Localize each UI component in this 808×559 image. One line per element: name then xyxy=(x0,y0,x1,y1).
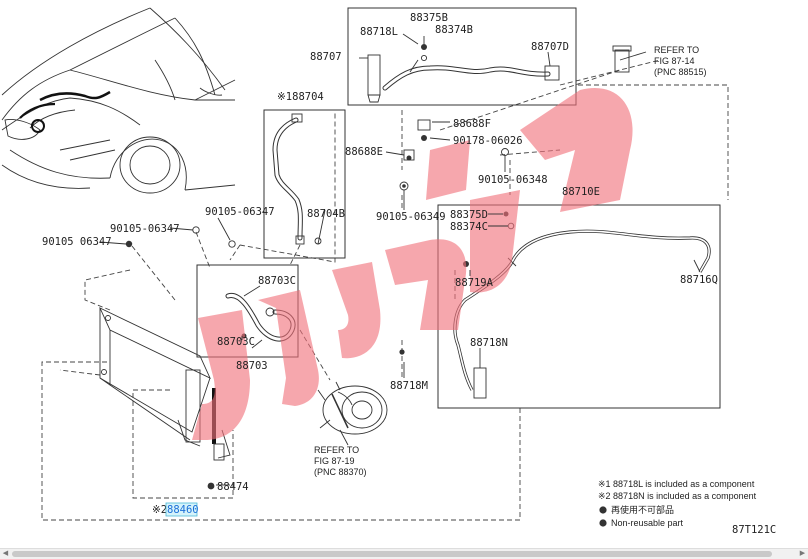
label-88374C[interactable]: 88374C xyxy=(450,221,488,233)
label-88375D[interactable]: 88375D xyxy=(450,209,488,221)
watermark xyxy=(192,88,633,440)
note-non-reusable-en: Non-reusable part xyxy=(611,518,684,528)
figure-code: 87T121C xyxy=(732,524,776,536)
compressor-fig-87-19 xyxy=(317,381,388,435)
label-88704B[interactable]: 88704B xyxy=(307,208,345,220)
refer-note-2-line3: (PNC 88370) xyxy=(314,467,367,477)
scroll-thumb[interactable] xyxy=(12,551,772,557)
label-88707D[interactable]: 88707D xyxy=(531,41,569,53)
scroll-right-arrow-icon[interactable]: ▶ xyxy=(799,550,806,557)
highlight-88460 xyxy=(165,502,198,517)
label-90105-06349[interactable]: 90105-06349 xyxy=(376,211,446,223)
label-88719A[interactable]: 88719A xyxy=(455,277,494,289)
note-non-reusable-jp: 再使用不可部品 xyxy=(611,504,674,515)
label-88703C-a[interactable]: 88703C xyxy=(258,275,296,287)
label-88703[interactable]: 88703 xyxy=(236,360,268,372)
label-90105-06347-c[interactable]: 90105 06347 xyxy=(42,236,112,248)
legend: ※1 88718L is included as a component ※2 … xyxy=(598,479,776,536)
pipe-88707 xyxy=(367,44,560,103)
label-88716Q[interactable]: 88716Q xyxy=(680,274,718,286)
hose-88704 xyxy=(272,113,322,245)
legend-dot-icon-2 xyxy=(599,519,607,527)
label-88374B[interactable]: 88374B xyxy=(435,24,473,36)
label-90105-06347-a[interactable]: 90105-06347 xyxy=(205,206,275,218)
label-90178-06026[interactable]: 90178-06026 xyxy=(453,135,523,147)
label-90105-06348[interactable]: 90105-06348 xyxy=(478,174,548,186)
label-88375B[interactable]: 88375B xyxy=(410,12,448,24)
label-88703C-b[interactable]: 88703C xyxy=(217,336,255,348)
refer-note-1-line3: (PNC 88515) xyxy=(654,67,707,77)
label-88688F[interactable]: 88688F xyxy=(453,118,491,130)
label-88710E[interactable]: 88710E xyxy=(562,186,600,198)
label-88718M[interactable]: 88718M xyxy=(390,380,428,392)
refer-note-1-line1: REFER TO xyxy=(654,45,699,55)
leader-lines xyxy=(99,33,701,486)
horizontal-scrollbar[interactable]: ◀ ▶ xyxy=(0,548,808,559)
label-88718L[interactable]: 88718L xyxy=(360,26,398,38)
refer-note-2-line2: FIG 87-19 xyxy=(314,456,355,466)
valves-88688 xyxy=(399,119,509,355)
note-88718N-component: ※2 88718N is included as a component xyxy=(598,491,757,501)
label-90105-06347-b[interactable]: 90105-06347 xyxy=(110,223,180,235)
note-88718L-component: ※1 88718L is included as a component xyxy=(598,479,755,489)
label-88718N[interactable]: 88718N xyxy=(470,337,508,349)
non-reusable-dot-88474 xyxy=(207,482,215,490)
label-88704[interactable]: ※188704 xyxy=(277,91,324,103)
box-88704-group xyxy=(263,109,346,259)
scroll-left-arrow-icon[interactable]: ◀ xyxy=(2,550,9,557)
car-illustration xyxy=(1,7,236,194)
receiver-fig-87-14 xyxy=(612,45,632,73)
label-88474[interactable]: 88474 xyxy=(217,481,249,493)
refer-note-1-line2: FIG 87-14 xyxy=(654,56,695,66)
part-labels: 88718L 88375B 88374B 88707 88707D REFER … xyxy=(42,12,718,517)
label-88688E[interactable]: 88688E xyxy=(345,146,383,158)
label-88460[interactable]: 88460 xyxy=(167,504,199,516)
legend-dot-icon xyxy=(599,506,607,514)
box-88707-group xyxy=(347,7,577,106)
label-88707[interactable]: 88707 xyxy=(310,51,342,63)
label-88460-prefix: ※2 xyxy=(152,504,167,516)
refer-note-2-line1: REFER TO xyxy=(314,445,359,455)
